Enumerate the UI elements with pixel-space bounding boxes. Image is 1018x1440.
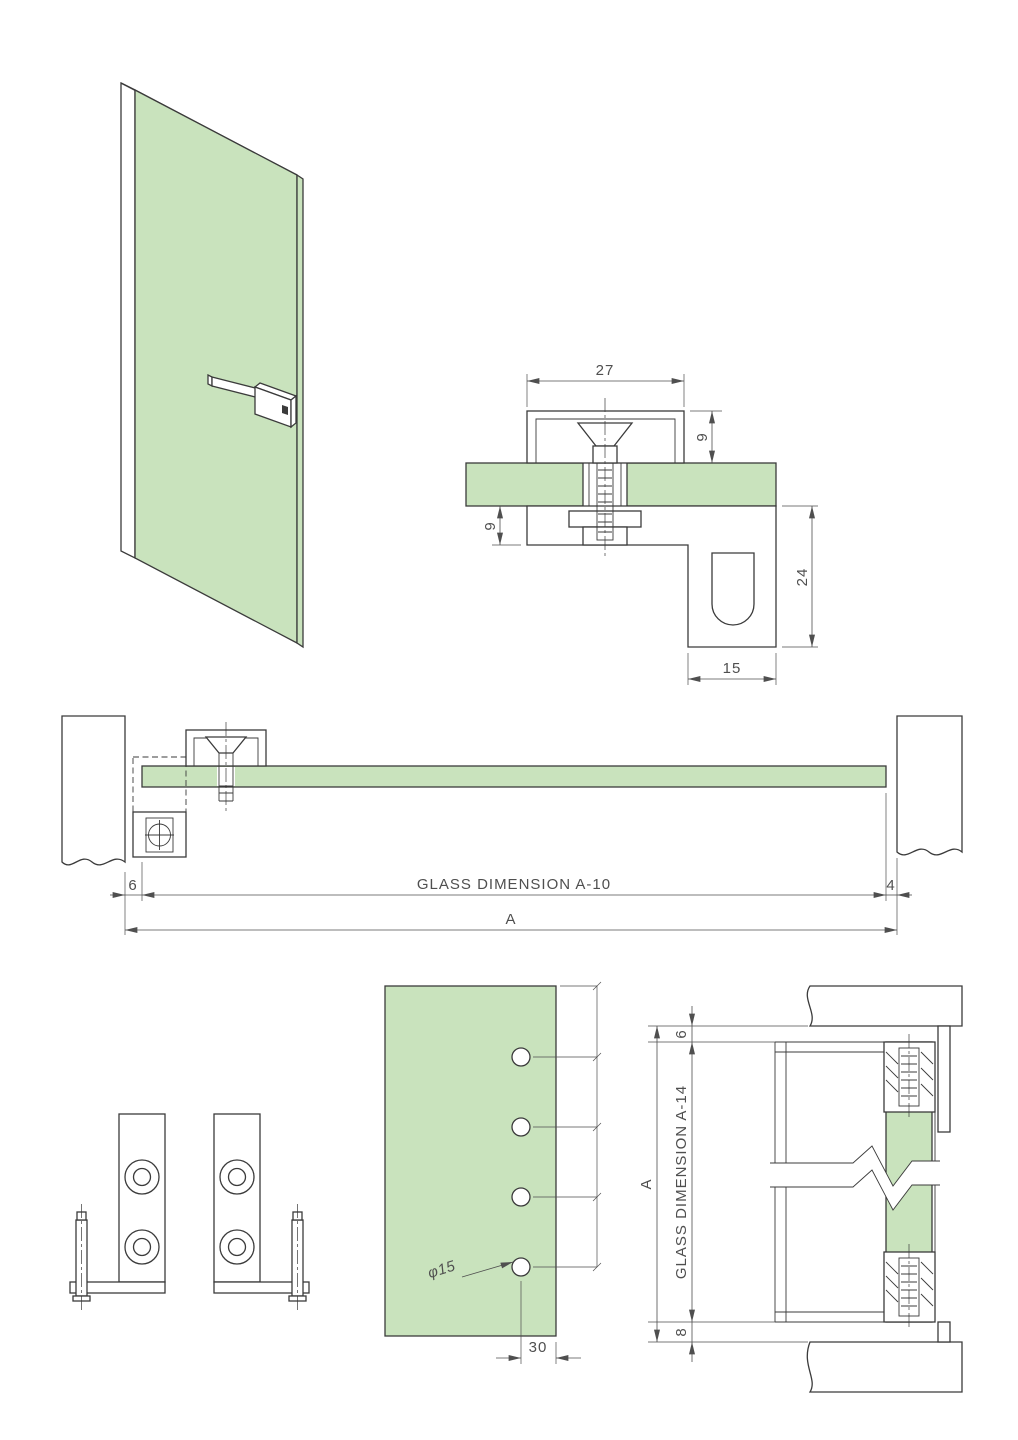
patch-fitting-bottom xyxy=(883,1244,936,1330)
top-wall xyxy=(806,985,963,1027)
drill-hole-4 xyxy=(511,1257,531,1277)
glass-section-right xyxy=(626,462,777,507)
drill-hole-3 xyxy=(511,1187,531,1207)
glass-panel xyxy=(384,985,557,1337)
dim-right-gap: 4 xyxy=(886,877,895,894)
dim-9-plate: 9 xyxy=(482,521,499,530)
bracket-left xyxy=(69,1113,166,1310)
dim-30: 30 xyxy=(529,1339,548,1356)
patch-fitting-top xyxy=(883,1034,936,1120)
bracket-side-views xyxy=(69,1113,310,1310)
dim-left-gap: 6 xyxy=(128,877,137,894)
break-line-top xyxy=(770,1145,940,1187)
glass-dimension-a10-label: GLASS DIMENSION A-10 xyxy=(417,876,611,893)
dim-overall-a-vertical: A xyxy=(638,1178,655,1189)
jamb-strip-bottom xyxy=(937,1321,951,1343)
door-back-edge xyxy=(120,81,136,560)
keyhole-slot xyxy=(711,552,755,626)
vertical-section-view: A 6 GLASS DIMENSION A-14 8 xyxy=(638,985,963,1393)
glass-section-left xyxy=(465,462,584,507)
glass-plan-strip xyxy=(141,765,887,788)
handle-keyhole xyxy=(282,405,288,415)
isometric-door-view xyxy=(120,81,304,649)
drill-hole-1 xyxy=(511,1047,531,1067)
horizontal-section-view: 6 GLASS DIMENSION A-10 4 A xyxy=(61,715,963,935)
door-glass-panel xyxy=(134,88,298,645)
left-wall xyxy=(61,715,126,866)
dim-top-gap: 6 xyxy=(673,1029,690,1038)
jamb-strip-top xyxy=(937,1025,951,1133)
door-front-edge xyxy=(296,173,304,649)
dim-overall-a: A xyxy=(505,911,516,928)
dim-24: 24 xyxy=(794,568,811,587)
break-line-bottom xyxy=(770,1169,940,1211)
dim-bottom-gap: 8 xyxy=(673,1327,690,1336)
corner-fitting-detail-view: 27 9 9 24 15 xyxy=(465,362,818,685)
glass-panel-drilling-view: φ15 30 xyxy=(384,981,602,1364)
door-handle xyxy=(207,373,298,429)
bracket-right xyxy=(213,1113,310,1310)
right-wall xyxy=(896,715,963,856)
glass-dimension-a14-label: GLASS DIMENSION A-14 xyxy=(673,1085,690,1279)
dim-9-top: 9 xyxy=(694,432,711,441)
drill-hole-2 xyxy=(511,1117,531,1137)
dim-15: 15 xyxy=(723,660,742,677)
dim-27: 27 xyxy=(596,362,615,379)
bottom-wall xyxy=(806,1341,963,1393)
